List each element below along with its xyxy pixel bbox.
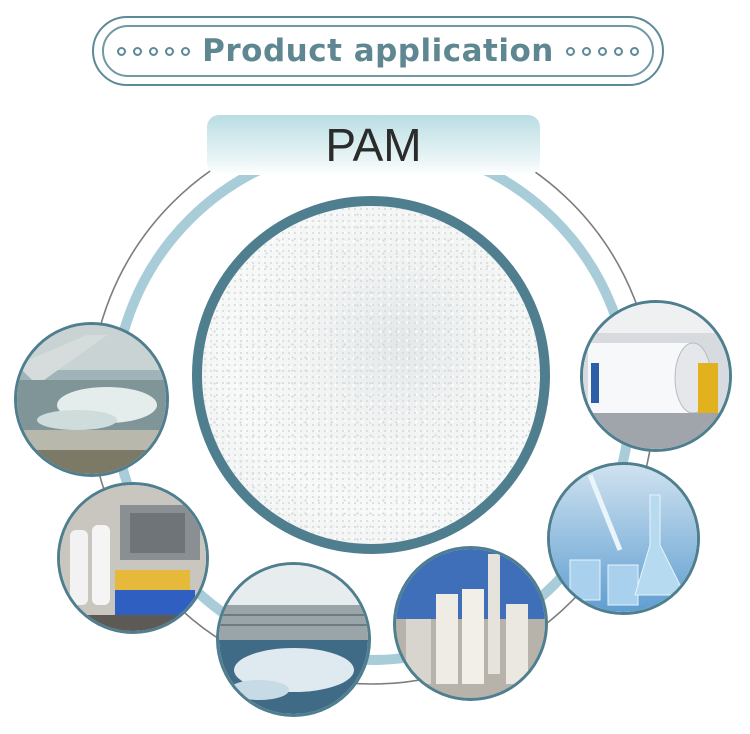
pam-text: PAM: [325, 119, 422, 171]
pam-powder-image: [192, 196, 550, 554]
food-processing-photo: [57, 482, 209, 634]
right-dots: [565, 46, 639, 56]
sewage-aeration-icon: [219, 565, 368, 714]
pam-label: PAM: [207, 115, 540, 175]
wastewater-treatment-photo: [14, 322, 169, 477]
industrial-chimney-icon: [396, 549, 545, 698]
laboratory-photo: [547, 462, 700, 615]
industrial-plant-photo: [393, 546, 548, 701]
wastewater-treatment-icon: [17, 325, 166, 474]
banner-title: Product application: [202, 33, 554, 69]
laboratory-glassware-icon: [550, 465, 697, 612]
paper-roll-icon: [583, 303, 729, 449]
sewage-aeration-photo: [216, 562, 371, 717]
paper-mill-photo: [580, 300, 732, 452]
product-application-banner: Product application: [92, 16, 664, 86]
left-dots: [117, 46, 191, 56]
banner-inner-frame: Product application: [102, 25, 654, 77]
food-processing-icon: [60, 485, 206, 631]
